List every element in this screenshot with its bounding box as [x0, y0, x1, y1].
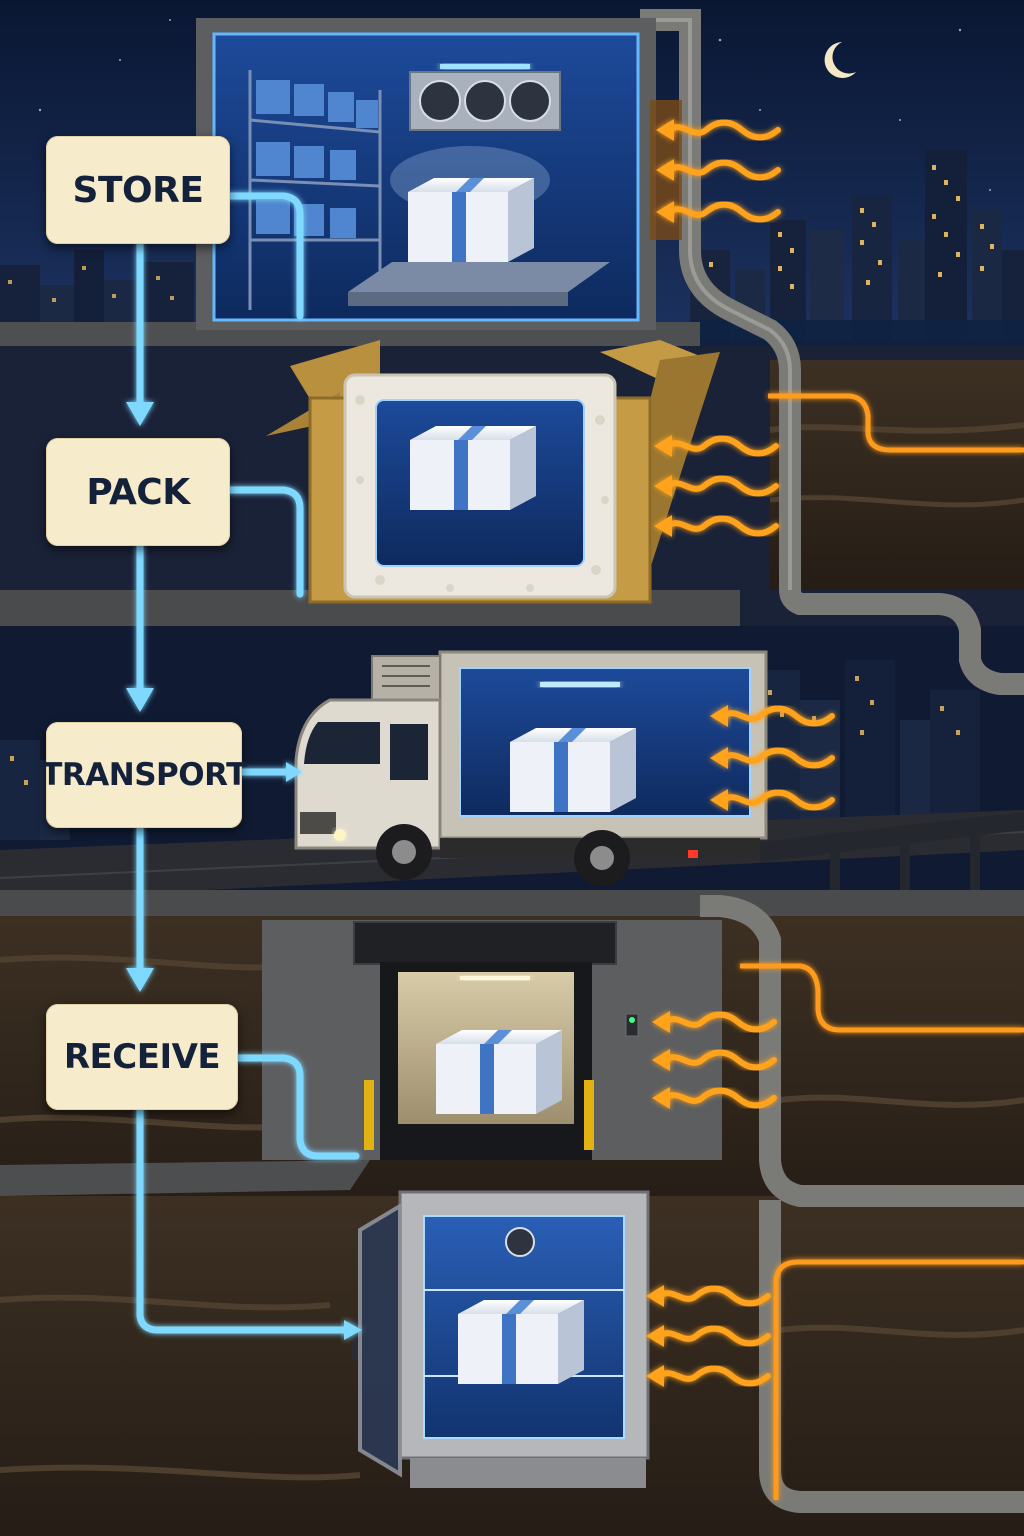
shipping-box-icon-truck — [510, 728, 636, 812]
transport-floor — [0, 890, 1024, 920]
shipping-box-icon-pack — [410, 426, 536, 510]
stage-label-transport: TRANSPORT — [41, 722, 247, 828]
shipping-box-icon-fridge — [458, 1300, 584, 1384]
flow-arrow-icon — [136, 192, 360, 1334]
heat-wave-arrow-icon — [646, 100, 1024, 1500]
insulated-wall-lower — [700, 895, 1024, 1207]
bridge — [760, 812, 1024, 898]
flow-arrow-heads — [126, 402, 362, 1340]
stars — [38, 19, 991, 191]
storage-shelves — [248, 70, 382, 310]
receive-floor — [0, 1160, 370, 1196]
cold-storage-room — [196, 18, 656, 330]
stage-label-store: STORE — [46, 136, 230, 244]
shipping-box-icon — [408, 178, 534, 262]
loading-dock-icon — [262, 920, 722, 1160]
moon-icon — [824, 42, 856, 78]
stage-label-receive: RECEIVE — [46, 1004, 238, 1110]
refrigerator-icon — [352, 1190, 650, 1488]
stage-label-pack: PACK — [46, 438, 230, 546]
refrigerated-truck-icon — [294, 650, 768, 886]
shelf-boxes — [256, 80, 378, 238]
evaporator-fan-icon — [409, 64, 561, 131]
insulated-shipping-carton — [266, 340, 720, 604]
shipping-box-icon-dock — [436, 1030, 562, 1114]
